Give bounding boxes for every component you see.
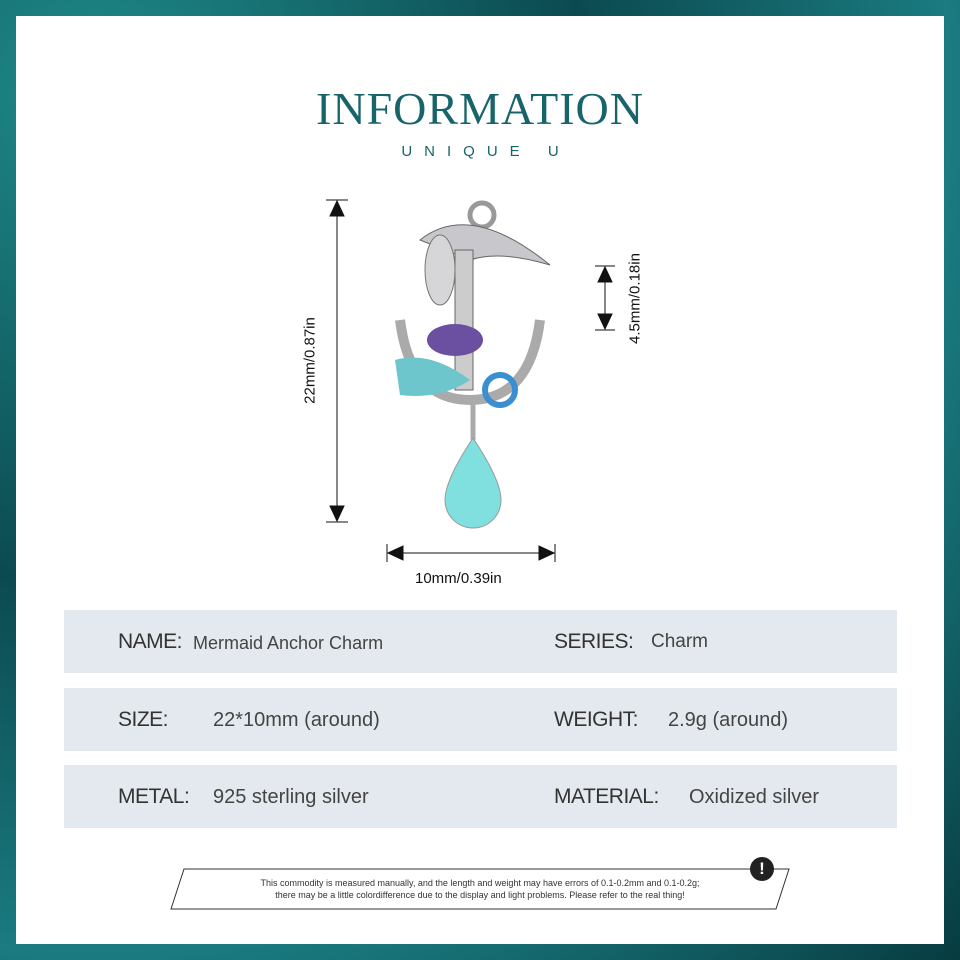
bail-dimension-line	[595, 265, 615, 331]
spec-label: SERIES:	[554, 630, 634, 653]
brand-subtitle: UNIQUE U	[401, 143, 571, 160]
height-dimension-line	[326, 199, 348, 523]
spec-value: Charm	[651, 631, 709, 652]
spec-value: 925 sterling silver	[213, 786, 369, 808]
disclaimer-line: This commodity is measured manually, and…	[260, 878, 700, 888]
spec-label: METAL:	[118, 785, 190, 808]
bail-dimension-label: 4.5mm/0.18in	[626, 253, 644, 344]
spec-value: 22*10mm (around)	[213, 709, 380, 731]
spec-value: Oxidized silver	[689, 786, 820, 808]
spec-row-size: SIZE: 22*10mm (around) WEIGHT: 2.9g (aro…	[64, 688, 897, 751]
spec-label: NAME:	[118, 630, 183, 653]
spec-row-name: NAME: Mermaid Anchor Charm SERIES: Charm	[64, 610, 897, 673]
charm-image	[395, 200, 551, 529]
spec-label: WEIGHT:	[554, 708, 639, 731]
spec-label: MATERIAL:	[554, 785, 659, 808]
disclaimer-box	[170, 868, 790, 910]
spec-value: Mermaid Anchor Charm	[193, 633, 384, 653]
exclamation-icon: !	[750, 857, 774, 881]
height-dimension-label: 22mm/0.87in	[301, 317, 319, 404]
product-illustration	[326, 199, 615, 562]
spec-row-metal: METAL: 925 sterling silver MATERIAL: Oxi…	[64, 765, 897, 828]
disclaimer-line: there may be a little colordifference du…	[275, 890, 685, 900]
width-dimension-label: 10mm/0.39in	[415, 570, 502, 587]
spec-label: SIZE:	[118, 708, 169, 731]
page-title: INFORMATION	[316, 83, 644, 134]
spec-value: 2.9g (around)	[668, 709, 789, 731]
width-dimension-line	[386, 544, 556, 562]
disclaimer-text: This commodity is measured manually, and…	[190, 877, 770, 901]
